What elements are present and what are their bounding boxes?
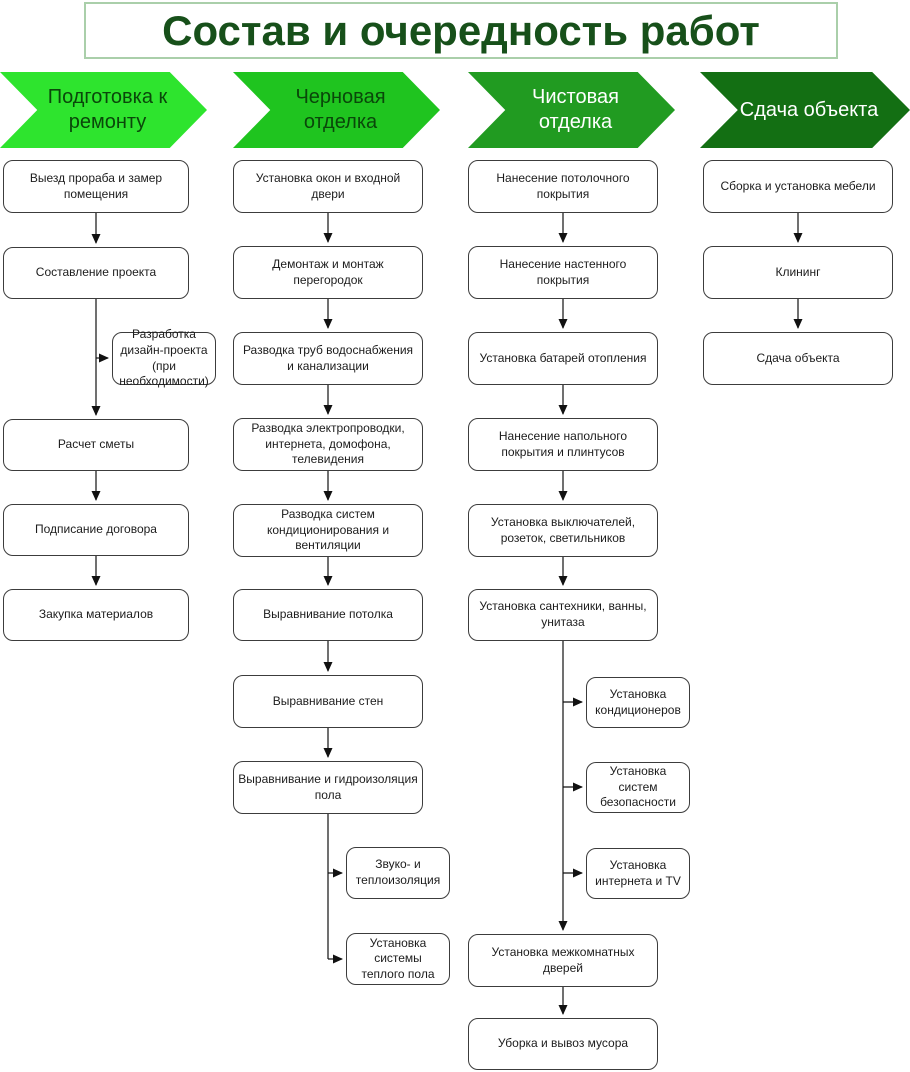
flow-node-s3-8-side: Установка систем безопасности xyxy=(586,762,690,813)
flow-node-s1-6: Закупка материалов xyxy=(3,589,189,641)
flow-node-s3-5: Установка выключателей, розеток, светиль… xyxy=(468,504,658,557)
flow-node-s3-1: Нанесение потолочного покрытия xyxy=(468,160,658,213)
flow-node-s2-8: Выравнивание и гидроизоляция пола xyxy=(233,761,423,814)
flow-node-s2-4: Разводка электропроводки, интернета, дом… xyxy=(233,418,423,471)
flow-node-s3-2: Нанесение настенного покрытия xyxy=(468,246,658,299)
flow-node-s2-5: Разводка систем кондиционирования и вент… xyxy=(233,504,423,557)
flow-node-s3-4: Нанесение напольного покрытия и плинтусо… xyxy=(468,418,658,471)
flow-node-s3-11: Уборка и вывоз мусора xyxy=(468,1018,658,1070)
flow-node-s3-6: Установка сантехники, ванны, унитаза xyxy=(468,589,658,641)
flow-node-s2-10-side: Установка системы теплого пола xyxy=(346,933,450,985)
page-title: Состав и очередность работ xyxy=(84,2,838,59)
flow-node-s4-2: Клининг xyxy=(703,246,893,299)
flow-node-s3-10: Установка межкомнатных дверей xyxy=(468,934,658,987)
flow-node-s1-4: Расчет сметы xyxy=(3,419,189,471)
flow-node-s1-5: Подписание договора xyxy=(3,504,189,556)
flow-node-s1-3-side: Разработка дизайн-проекта (при необходим… xyxy=(112,327,216,388)
flow-node-s3-7-side: Установка кондиционеров xyxy=(586,677,690,728)
flow-node-s2-7: Выравнивание стен xyxy=(233,675,423,728)
flow-node-s2-2: Демонтаж и монтаж перегородок xyxy=(233,246,423,299)
flow-node-s2-3: Разводка труб водоснабжения и канализаци… xyxy=(233,332,423,385)
flow-node-s1-1: Выезд прораба и замер помещения xyxy=(3,160,189,213)
flow-node-s4-1: Сборка и установка мебели xyxy=(703,160,893,213)
flow-node-s2-9-side: Звуко- и теплоизоляция xyxy=(346,847,450,899)
flow-node-s2-6: Выравнивание потолка xyxy=(233,589,423,641)
flow-node-s1-2: Составление проекта xyxy=(3,247,189,299)
flow-node-s3-3: Установка батарей отопления xyxy=(468,332,658,385)
flow-node-s2-1: Установка окон и входной двери xyxy=(233,160,423,213)
flow-node-s4-3: Сдача объекта xyxy=(703,332,893,385)
flow-node-s3-9-side: Установка интернета и TV xyxy=(586,848,690,899)
